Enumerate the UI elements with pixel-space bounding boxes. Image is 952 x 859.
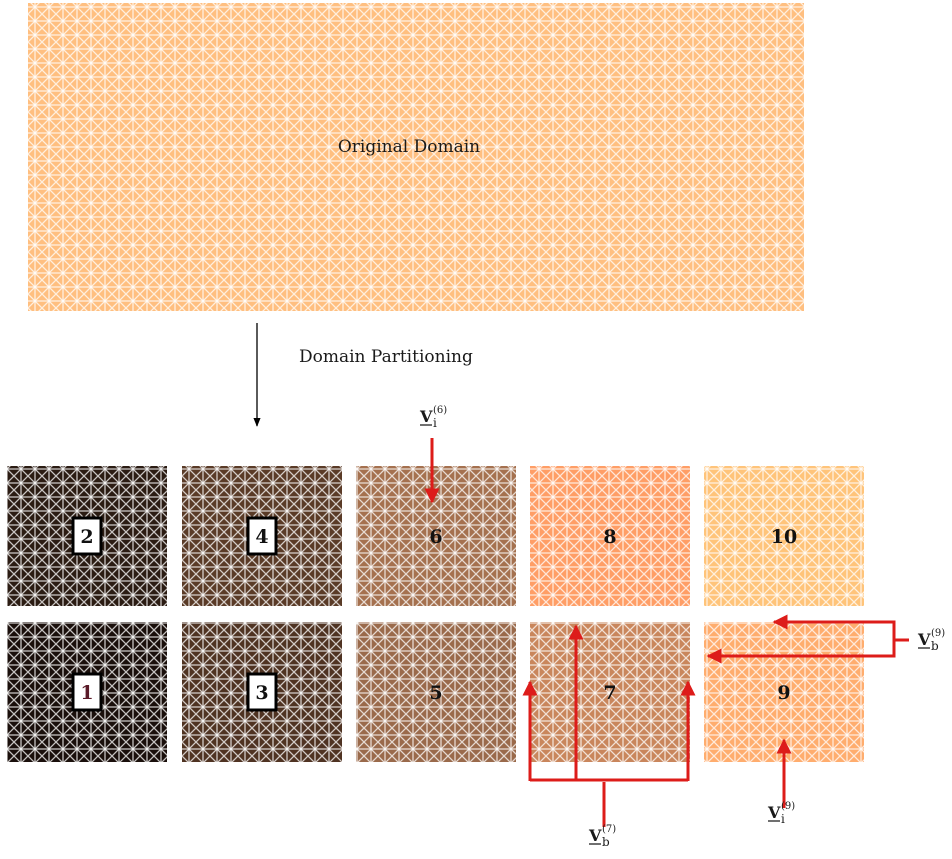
subdomain-lattice — [704, 466, 864, 606]
vector-symbol: V — [917, 630, 931, 649]
vector-symbol: V — [419, 407, 433, 426]
subdomain-number: 7 — [603, 682, 616, 704]
subdomain-1: 1 — [7, 622, 167, 762]
subdomain-number: 4 — [255, 526, 268, 548]
original-domain-label: Original Domain — [338, 137, 480, 157]
vector-subscript: b — [931, 639, 939, 653]
subdomain-2: 2 — [7, 466, 167, 606]
interface-arrows — [424, 438, 909, 827]
original-domain: Original Domain — [28, 3, 804, 311]
subdomain-number: 3 — [255, 682, 268, 704]
subdomain-number: 6 — [429, 526, 442, 548]
subdomain-3: 3 — [182, 622, 342, 762]
vector-subscript: i — [781, 812, 785, 826]
vb9-upper-arrow — [772, 614, 909, 642]
vector-superscript: (7) — [602, 824, 616, 835]
subdomain-number: 2 — [80, 526, 93, 548]
subdomain-lattice — [356, 622, 516, 762]
subdomain-number: 5 — [429, 682, 442, 704]
subdomain-label-box — [246, 516, 278, 556]
subdomain-label-box — [71, 672, 103, 712]
vector-subscript: b — [602, 835, 610, 849]
subdomain-7: 7 — [530, 622, 690, 762]
subdomain-8: 8 — [530, 466, 690, 606]
subdomain-label-box — [71, 516, 103, 556]
subdomain-10: 10 — [704, 466, 864, 606]
vector-subscript: i — [433, 416, 437, 430]
vector-superscript: (6) — [433, 405, 447, 416]
subdomain-number: 9 — [777, 682, 790, 704]
vector-symbol: V — [767, 803, 781, 822]
vector-superscript: (9) — [781, 801, 795, 812]
subdomain-label-box — [246, 672, 278, 712]
subdomain-number: 1 — [80, 682, 93, 704]
partition-label: Domain Partitioning — [299, 347, 473, 367]
subdomain-lattice — [530, 622, 690, 762]
vector-symbol: V — [588, 826, 602, 845]
subdomain-6: 6 — [356, 466, 516, 606]
subdomain-lattice — [530, 466, 690, 606]
vb9-lower-arrow — [706, 640, 896, 664]
subdomain-number: 8 — [603, 526, 616, 548]
original-domain-lattice — [28, 3, 804, 311]
subdomain-grid: 1 2 3 4 5 6 7 8 9 10 — [7, 466, 864, 762]
subdomain-number: 10 — [771, 526, 797, 548]
subdomain-4: 4 — [182, 466, 342, 606]
vector-superscript: (9) — [931, 628, 945, 639]
subdomain-5: 5 — [356, 622, 516, 762]
